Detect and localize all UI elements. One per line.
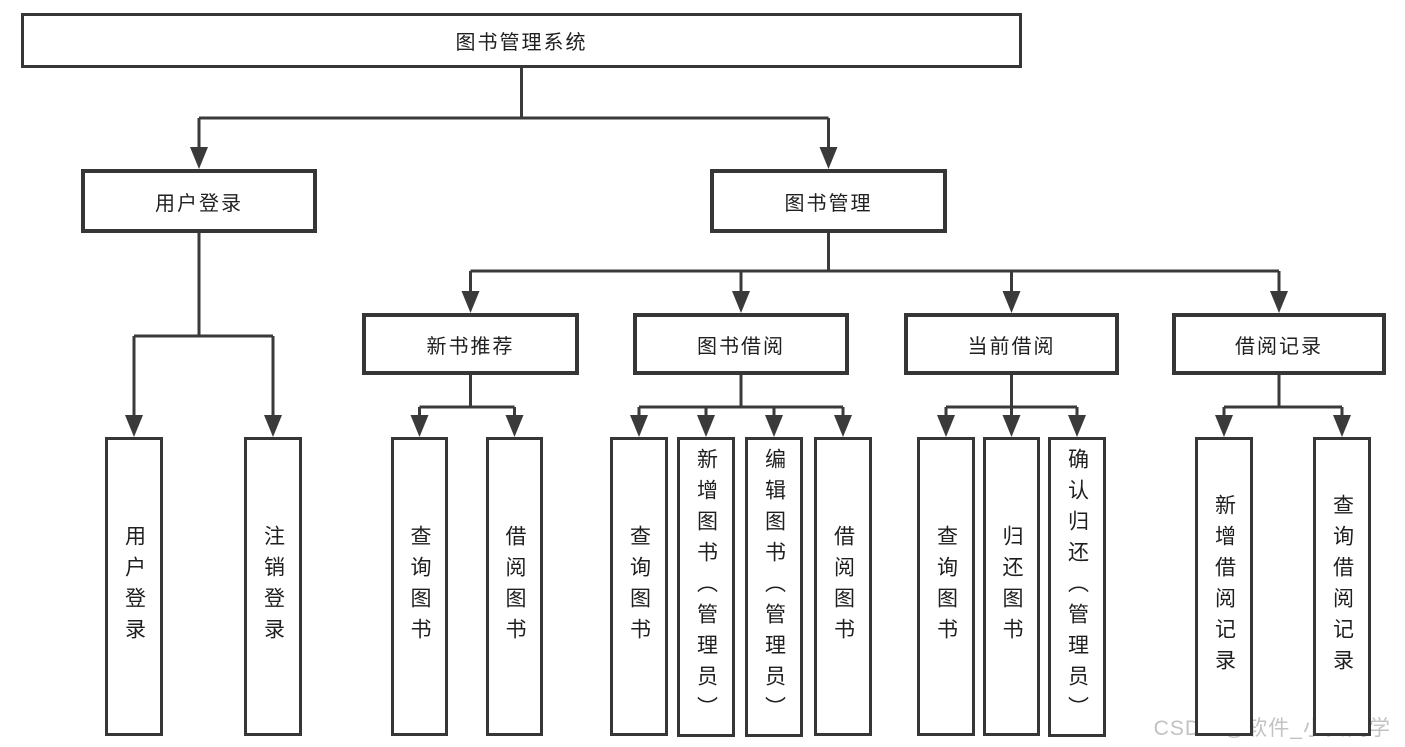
node-label: 编辑图书（管理员） (762, 447, 786, 727)
connector-line (197, 68, 830, 158)
node-label: 借阅记录 (1235, 335, 1323, 358)
node-label: 确认归还（管理员） (1065, 447, 1089, 727)
node-book-borrow: 图书借阅 (633, 313, 849, 375)
node-label: 当前借阅 (967, 335, 1056, 358)
node-nb-borrow: 借阅图书 (486, 437, 543, 736)
connector-line (637, 375, 845, 426)
node-label: 图书管理系统 (455, 32, 588, 54)
node-label: 借阅图书 (831, 524, 855, 649)
connector-line (944, 375, 1079, 426)
node-br-query: 查询借阅记录 (1313, 437, 1371, 736)
node-label: 用户登录 (155, 192, 243, 215)
node-bb-borrow: 借阅图书 (814, 437, 872, 736)
node-label: 注销登录 (261, 524, 285, 649)
node-label: 图书管理 (784, 192, 873, 215)
node-root: 图书管理系统 (21, 13, 1022, 68)
node-cb-query: 查询图书 (917, 437, 975, 736)
connector-line (132, 233, 275, 426)
node-label: 归还图书 (1000, 524, 1023, 649)
connector-line (418, 375, 516, 426)
connector-line (469, 233, 1281, 302)
node-cb-confirm: 确认归还（管理员） (1048, 437, 1106, 737)
node-logout-action: 注销登录 (244, 437, 302, 736)
node-label: 新书推荐 (426, 335, 515, 358)
node-label: 新增借阅记录 (1212, 493, 1236, 680)
node-bb-add: 新增图书（管理员） (677, 437, 735, 737)
node-nb-query: 查询图书 (391, 437, 448, 736)
node-label: 借阅图书 (503, 524, 526, 649)
node-new-book-rec: 新书推荐 (362, 313, 579, 375)
node-login-action: 用户登录 (105, 437, 163, 736)
node-label: 查询借阅记录 (1330, 493, 1354, 680)
node-current-borrow: 当前借阅 (904, 313, 1119, 375)
node-label: 查询图书 (408, 524, 431, 649)
node-bb-edit: 编辑图书（管理员） (745, 437, 803, 737)
node-bb-query: 查询图书 (610, 437, 668, 736)
node-br-add: 新增借阅记录 (1195, 437, 1253, 736)
node-label: 查询图书 (627, 524, 651, 649)
node-label: 图书借阅 (697, 335, 785, 358)
node-label: 查询图书 (934, 524, 958, 649)
node-book-mgmt: 图书管理 (710, 169, 947, 233)
node-cb-return: 归还图书 (983, 437, 1040, 736)
node-label: 新增图书（管理员） (694, 447, 718, 727)
node-borrow-records: 借阅记录 (1172, 313, 1386, 375)
node-user-login: 用户登录 (81, 169, 317, 233)
node-label: 用户登录 (122, 524, 146, 649)
connector-line (1222, 375, 1344, 426)
